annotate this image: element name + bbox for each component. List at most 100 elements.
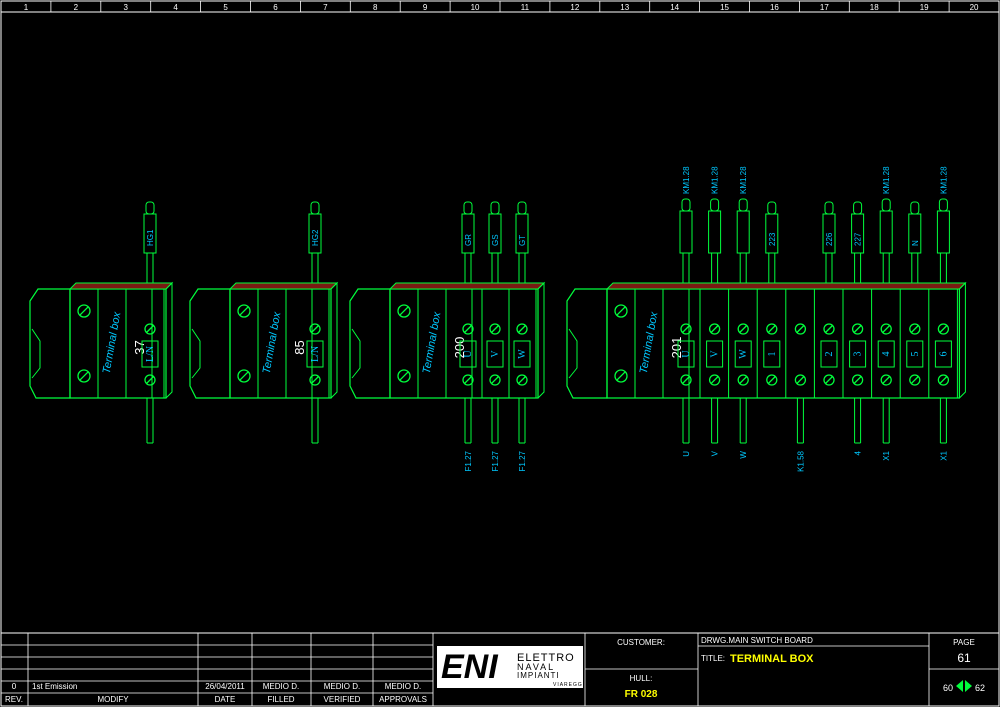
verified-value: MEDIO D. (324, 682, 360, 691)
screw-slot (239, 306, 249, 316)
column-number-1: 1 (24, 3, 29, 12)
prev-page-arrow-icon[interactable] (956, 680, 963, 692)
screw-slot (79, 371, 89, 381)
screw-head (737, 374, 749, 386)
screw-slot (767, 376, 776, 384)
screw-icon (397, 369, 411, 383)
screw-head (144, 374, 156, 386)
terminal-label-box (513, 340, 531, 368)
terminal-1: 1 223 (763, 201, 787, 398)
screw-icon (489, 323, 501, 335)
column-number-16: 16 (770, 3, 779, 12)
wire-end-ferrule (681, 198, 691, 212)
modify-value: 1st Emission (32, 682, 77, 691)
logo-line-2: NAVAL (517, 662, 555, 672)
screw-slot (239, 371, 249, 381)
top-wire-label: GT (518, 235, 527, 246)
logo-mark: ENI (441, 648, 499, 686)
wire-end-ferrule (853, 201, 863, 215)
screw-slot (518, 325, 526, 333)
logo-background (437, 646, 583, 688)
screw-slot (682, 376, 690, 384)
column-number-4: 4 (173, 3, 178, 12)
filled-value: MEDIO D. (263, 682, 299, 691)
block-top-face (605, 282, 967, 290)
terminal-label-box (820, 340, 838, 368)
terminal-label-box (849, 340, 867, 368)
screw-icon (880, 374, 892, 386)
column-number-20: 20 (970, 3, 979, 12)
top-wire-label: 223 (768, 232, 777, 246)
screw-head (237, 369, 251, 383)
screw-head (794, 374, 807, 386)
rev-value: 0 (12, 682, 17, 691)
bottom-wire-label: X1 (939, 450, 948, 460)
terminal-label-box (906, 340, 924, 368)
block-number: 37 (132, 340, 147, 354)
screw-icon (462, 323, 474, 335)
logo-line-3: IMPIANTI (517, 671, 560, 680)
screw-icon (237, 304, 251, 318)
wire-end-ferrule (710, 198, 720, 212)
screw-head (794, 323, 807, 335)
screw-icon (708, 323, 721, 335)
company-logo: ENI ELETTRO NAVAL IMPIANTI VIAREGGIO (437, 646, 589, 688)
bottom-wire-label: F1.27 (518, 450, 527, 471)
screw-slot (616, 371, 626, 381)
wire-end-ferrule (824, 201, 834, 215)
title-value: TERMINAL BOX (730, 653, 814, 665)
next-page-number: 62 (975, 683, 985, 693)
screw-head (823, 374, 835, 386)
next-page-arrow-icon[interactable] (965, 680, 972, 692)
terminal-label: 1 (767, 352, 778, 357)
screw-icon (614, 369, 628, 383)
screw-slot (853, 376, 862, 384)
screw-head (489, 323, 501, 335)
terminal-label: L/N (310, 346, 321, 362)
screw-head (614, 369, 628, 383)
screw-head (144, 323, 156, 335)
date-value: 26/04/2011 (205, 682, 245, 691)
screw-slot (796, 376, 805, 384)
end-plate-clip (568, 328, 578, 379)
screw-icon (144, 374, 156, 386)
screw-icon (516, 374, 528, 386)
screw-head (909, 374, 921, 386)
screw-icon (309, 323, 321, 335)
block-number: 85 (292, 340, 307, 354)
column-number-18: 18 (870, 3, 879, 12)
screw-icon (309, 374, 321, 386)
screw-icon (937, 374, 950, 386)
top-wire-label: HG1 (146, 229, 155, 246)
approvals-value: MEDIO D. (385, 682, 421, 691)
terminal-label-box (141, 340, 159, 368)
top-wire-label: 227 (854, 232, 863, 246)
screw-slot (311, 325, 319, 333)
terminal-label: V (490, 350, 501, 358)
top-wire-label: GR (464, 234, 473, 246)
block-side-face (165, 281, 173, 399)
screw-icon (766, 374, 778, 386)
wire-end-ferrule (738, 198, 748, 212)
screw-head (766, 374, 778, 386)
column-number-13: 13 (620, 3, 629, 12)
terminal-label-box (706, 340, 724, 368)
column-number-8: 8 (373, 3, 378, 12)
customer-label: CUSTOMER: (617, 638, 665, 647)
screw-icon (397, 304, 411, 318)
bottom-wire-label: U (682, 451, 691, 457)
screw-head (516, 323, 528, 335)
screw-icon (823, 374, 835, 386)
screw-slot (518, 376, 526, 384)
top-wire-label: KM1.28 (682, 166, 691, 194)
column-number-5: 5 (223, 3, 228, 12)
screw-icon (516, 323, 528, 335)
screw-icon (880, 323, 892, 335)
terminal-label-box (486, 340, 504, 368)
terminal-label: 3 (853, 352, 864, 357)
